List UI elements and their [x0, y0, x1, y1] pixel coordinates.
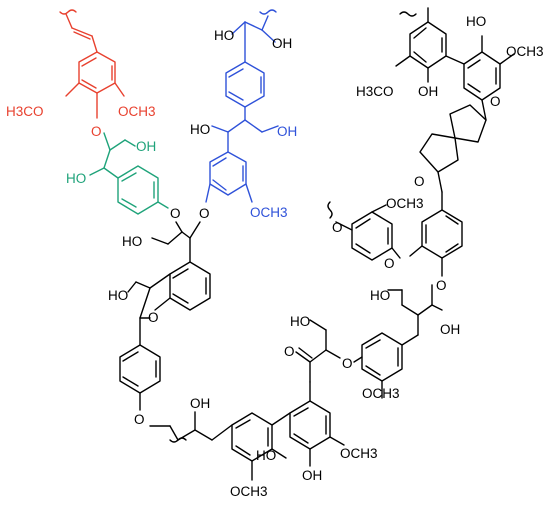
center-ho-top-label: HO [290, 314, 310, 329]
right-o-linked-ring [351, 211, 393, 261]
right-4o5-o-label: O [384, 256, 395, 271]
right-h3co-label: H3CO [356, 84, 394, 99]
ketone-o-label: O [284, 344, 295, 359]
bottom-oh-ring-label: OH [302, 468, 322, 483]
ho-left-mid-label: HO [122, 234, 142, 249]
blue-oh-right-label: OH [277, 124, 297, 139]
ketone-unit [295, 284, 443, 399]
right-och3-top-label: OCH3 [506, 44, 544, 59]
red-right-ome-label: OCH3 [118, 104, 156, 119]
red-unit [59, 9, 125, 119]
right-oh-bottom-label: OH [418, 84, 438, 99]
green-ether-o-label: O [170, 206, 181, 221]
bottom-right-ring [289, 400, 331, 450]
blue-top-oh-label: OH [272, 36, 292, 51]
green-oh-left-label: HO [66, 171, 86, 186]
right-upper-ring-a [463, 51, 501, 101]
bottom-ether-o-label: O [134, 412, 145, 427]
furan-o-label: O [148, 310, 159, 325]
blue-ring [209, 151, 247, 196]
red-wavy-bond [59, 9, 77, 15]
blue-ho-mid-label: HO [190, 122, 210, 137]
green-oh-top-label: OH [136, 139, 156, 154]
right-mid-ring [421, 209, 463, 259]
green-unit [89, 132, 169, 215]
center-oh-label: OH [440, 322, 460, 337]
ether-o-center-label: O [342, 356, 353, 371]
ho-left-lower-label: HO [108, 288, 128, 303]
center-ring [361, 332, 403, 382]
red-ring [78, 51, 116, 94]
phenylcoumaran-unit: O [119, 206, 213, 443]
center-ome-label: OCH3 [362, 386, 400, 401]
red-left-ome-label: H3CO [6, 104, 44, 119]
bottom-ome-right-label: OCH3 [340, 446, 378, 461]
right-o-link-label: O [332, 220, 343, 235]
right-ho-top-label: HO [466, 14, 486, 29]
coumaran-ring [169, 261, 211, 311]
blue-top-ring [225, 61, 265, 108]
lower-left-ring [119, 344, 161, 394]
right-ome-top-label: OCH3 [386, 196, 424, 211]
bottom-ho-label: HO [256, 448, 276, 463]
right-upper-ring-b [409, 21, 447, 69]
right-furan-o2-label: O [490, 94, 501, 109]
right-furan-ring-2 [449, 104, 487, 143]
blue-top-ho-label: HO [214, 28, 234, 43]
green-ring [117, 165, 159, 215]
right-furan-ring-1 [419, 133, 459, 173]
center-ho-label: HO [370, 288, 390, 303]
bottom-biphenyl-unit [211, 381, 345, 481]
bottom-ome-center-label: OCH3 [230, 484, 268, 499]
right-ether-o-label: O [436, 278, 447, 293]
right-units: O [327, 7, 515, 293]
ether-o-mid-label: O [199, 206, 210, 221]
red-ether-o-label: O [91, 124, 102, 139]
blue-unit [205, 9, 279, 203]
blue-ome-label: OCH3 [250, 205, 288, 220]
bottom-oh-label: OH [190, 396, 210, 411]
right-furan-o1-label: O [414, 174, 425, 189]
